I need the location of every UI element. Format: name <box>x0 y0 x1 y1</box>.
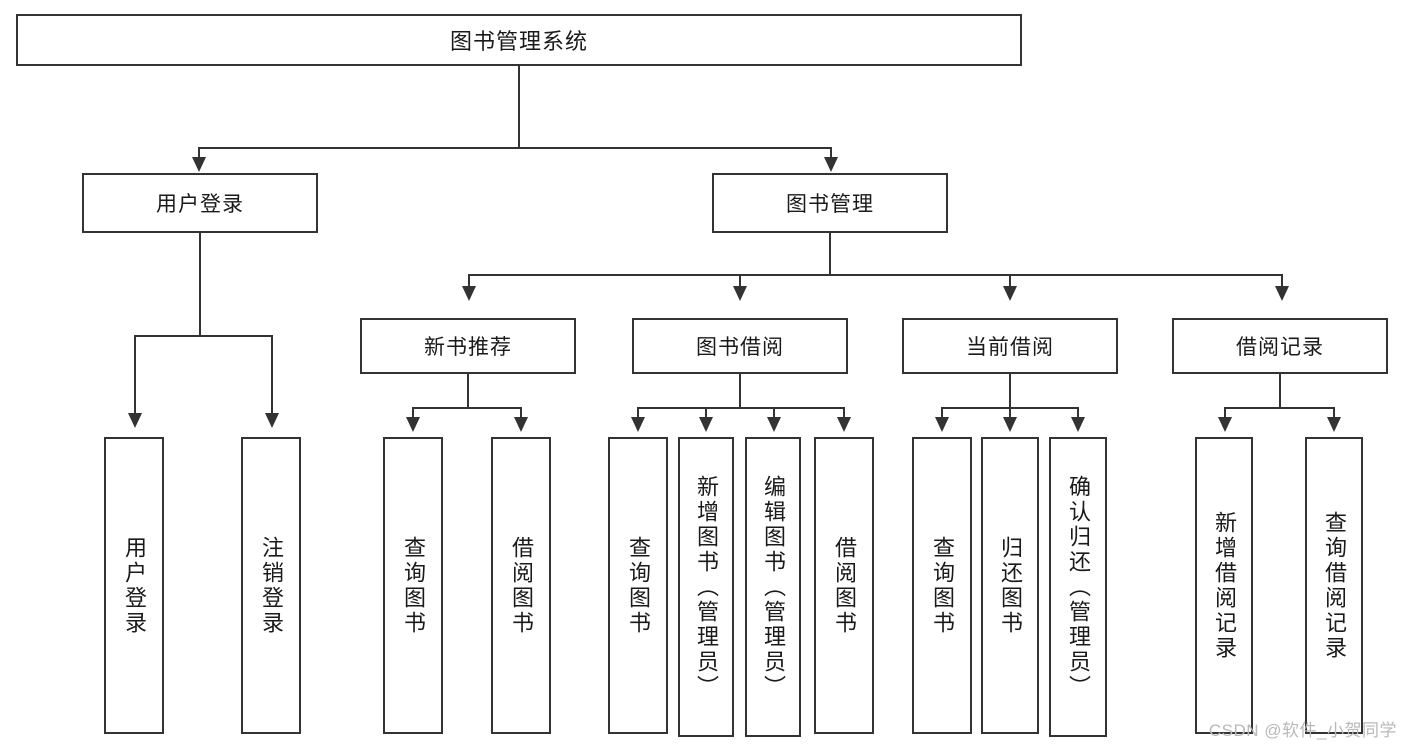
edge-bm-to-current-borrow <box>1009 274 1011 288</box>
leaf-nbr-borrow-book[interactable]: 借阅图书 <box>491 437 551 734</box>
arrow-bb-to-edit <box>767 417 781 432</box>
edge-root-trunk <box>518 66 520 148</box>
leaf-bb-query-book[interactable]: 查询图书 <box>608 437 668 734</box>
node-current-borrow[interactable]: 当前借阅 <box>902 318 1118 374</box>
edge-bm-to-new-book <box>468 274 470 288</box>
arrow-bm-to-new-book <box>462 286 476 301</box>
edge-bm-to-book-borrow <box>739 274 741 288</box>
node-label: 新书推荐 <box>424 336 512 359</box>
edge-bb-to-borrow <box>843 407 845 419</box>
leaf-cb-return-book[interactable]: 归还图书 <box>981 437 1039 734</box>
edge-book-management-bar <box>468 274 1283 276</box>
leaf-cb-query-book[interactable]: 查询图书 <box>912 437 972 734</box>
node-label: 确认归还（管理员） <box>1066 474 1091 700</box>
edge-root-to-book-management <box>830 147 832 159</box>
node-label: 图书管理系统 <box>449 29 588 54</box>
edge-nbr-to-query <box>412 407 414 419</box>
edge-root-to-user-login <box>198 147 200 159</box>
arrow-br-to-query <box>1327 417 1341 432</box>
edge-user-login-trunk <box>199 233 201 336</box>
edge-bm-to-borrow-record <box>1281 274 1283 288</box>
edge-root-bar <box>198 147 832 149</box>
edge-cb-to-query <box>941 407 943 419</box>
node-book-borrow[interactable]: 图书借阅 <box>632 318 848 374</box>
leaf-nbr-query-book[interactable]: 查询图书 <box>383 437 443 734</box>
node-label: 借阅图书 <box>832 535 857 636</box>
leaf-user-login[interactable]: 用户登录 <box>104 437 164 734</box>
edge-nbr-trunk <box>467 374 469 408</box>
node-label: 归还图书 <box>998 535 1023 636</box>
edge-user-login-to-login <box>134 335 136 415</box>
node-label: 新增图书（管理员） <box>694 474 719 700</box>
node-user-login[interactable]: 用户登录 <box>82 173 318 233</box>
edge-br-bar <box>1224 407 1335 409</box>
node-label: 借阅记录 <box>1236 336 1324 359</box>
edge-bb-trunk <box>739 374 741 408</box>
node-label: 用户登录 <box>156 193 244 216</box>
node-label: 查询图书 <box>626 535 651 636</box>
leaf-br-query-record[interactable]: 查询借阅记录 <box>1305 437 1363 734</box>
arrow-bm-to-book-borrow <box>733 286 747 301</box>
arrow-bm-to-borrow-record <box>1275 286 1289 301</box>
arrow-cb-to-query <box>935 417 949 432</box>
leaf-bb-borrow-book[interactable]: 借阅图书 <box>814 437 874 734</box>
node-label: 注销登录 <box>259 535 284 636</box>
arrow-cb-to-confirm <box>1071 417 1085 432</box>
edge-cb-to-confirm <box>1077 407 1079 419</box>
leaf-user-logout[interactable]: 注销登录 <box>241 437 301 734</box>
arrow-user-login-to-logout <box>265 413 279 428</box>
edge-bb-to-query <box>637 407 639 419</box>
node-label: 新增借阅记录 <box>1212 510 1237 661</box>
edge-book-management-trunk <box>829 233 831 275</box>
edge-cb-trunk <box>1009 374 1011 408</box>
leaf-br-add-record[interactable]: 新增借阅记录 <box>1195 437 1253 734</box>
arrow-root-to-book-management <box>824 157 838 172</box>
arrow-nbr-to-borrow <box>514 417 528 432</box>
node-label: 编辑图书（管理员） <box>761 474 786 700</box>
edge-br-to-add <box>1224 407 1226 419</box>
node-label: 图书管理 <box>786 193 874 216</box>
node-borrow-record[interactable]: 借阅记录 <box>1172 318 1388 374</box>
edge-user-login-bar <box>134 335 273 337</box>
arrow-cb-to-return <box>1003 417 1017 432</box>
edge-nbr-bar <box>412 407 522 409</box>
node-label: 查询图书 <box>401 535 426 636</box>
arrow-bb-to-query <box>631 417 645 432</box>
edge-user-login-to-logout <box>271 335 273 415</box>
leaf-cb-confirm-return-admin[interactable]: 确认归还（管理员） <box>1049 437 1107 737</box>
edge-cb-to-return <box>1009 407 1011 419</box>
node-label: 查询图书 <box>930 535 955 636</box>
leaf-bb-add-book-admin[interactable]: 新增图书（管理员） <box>678 437 734 737</box>
node-label: 用户登录 <box>122 535 147 636</box>
arrow-bb-to-borrow <box>837 417 851 432</box>
arrow-user-login-to-login <box>128 413 142 428</box>
node-label: 当前借阅 <box>966 336 1054 359</box>
csdn-watermark: CSDN @软件_小贺同学 <box>1208 721 1397 740</box>
edge-bb-to-edit <box>773 407 775 419</box>
node-label: 查询借阅记录 <box>1322 510 1347 661</box>
node-new-book-recommend[interactable]: 新书推荐 <box>360 318 576 374</box>
node-book-management[interactable]: 图书管理 <box>712 173 948 233</box>
arrow-bb-to-add <box>699 417 713 432</box>
node-label: 借阅图书 <box>509 535 534 636</box>
edge-bb-to-add <box>705 407 707 419</box>
edge-br-trunk <box>1279 374 1281 408</box>
arrow-nbr-to-query <box>406 417 420 432</box>
leaf-bb-edit-book-admin[interactable]: 编辑图书（管理员） <box>745 437 801 737</box>
node-label: 图书借阅 <box>696 336 784 359</box>
edge-br-to-query <box>1333 407 1335 419</box>
edge-bb-bar <box>637 407 845 409</box>
arrow-br-to-add <box>1218 417 1232 432</box>
node-root-book-management-system[interactable]: 图书管理系统 <box>16 14 1022 66</box>
arrow-bm-to-current-borrow <box>1003 286 1017 301</box>
edge-nbr-to-borrow <box>520 407 522 419</box>
arrow-root-to-user-login <box>192 157 206 172</box>
